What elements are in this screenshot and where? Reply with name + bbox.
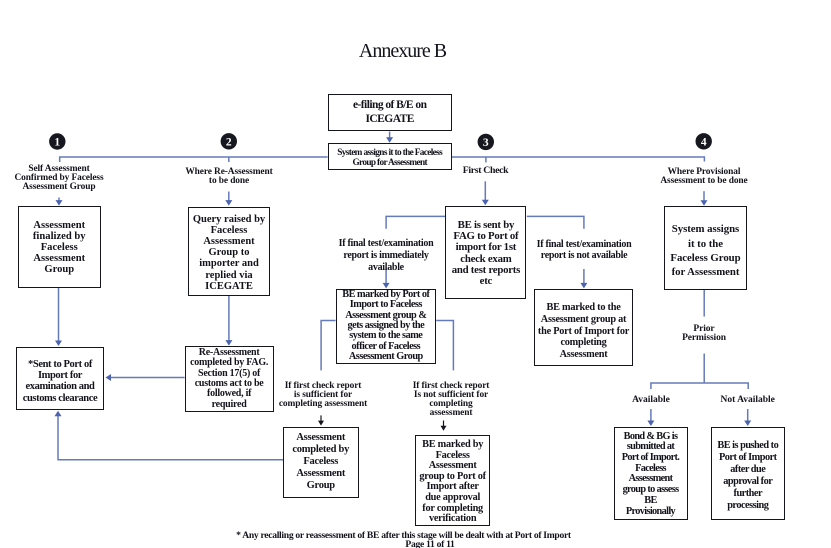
svg-text:3: 3 <box>483 137 489 149</box>
svg-text:2: 2 <box>226 136 232 148</box>
svg-text:1: 1 <box>54 137 60 149</box>
svg-text:4: 4 <box>701 136 707 148</box>
